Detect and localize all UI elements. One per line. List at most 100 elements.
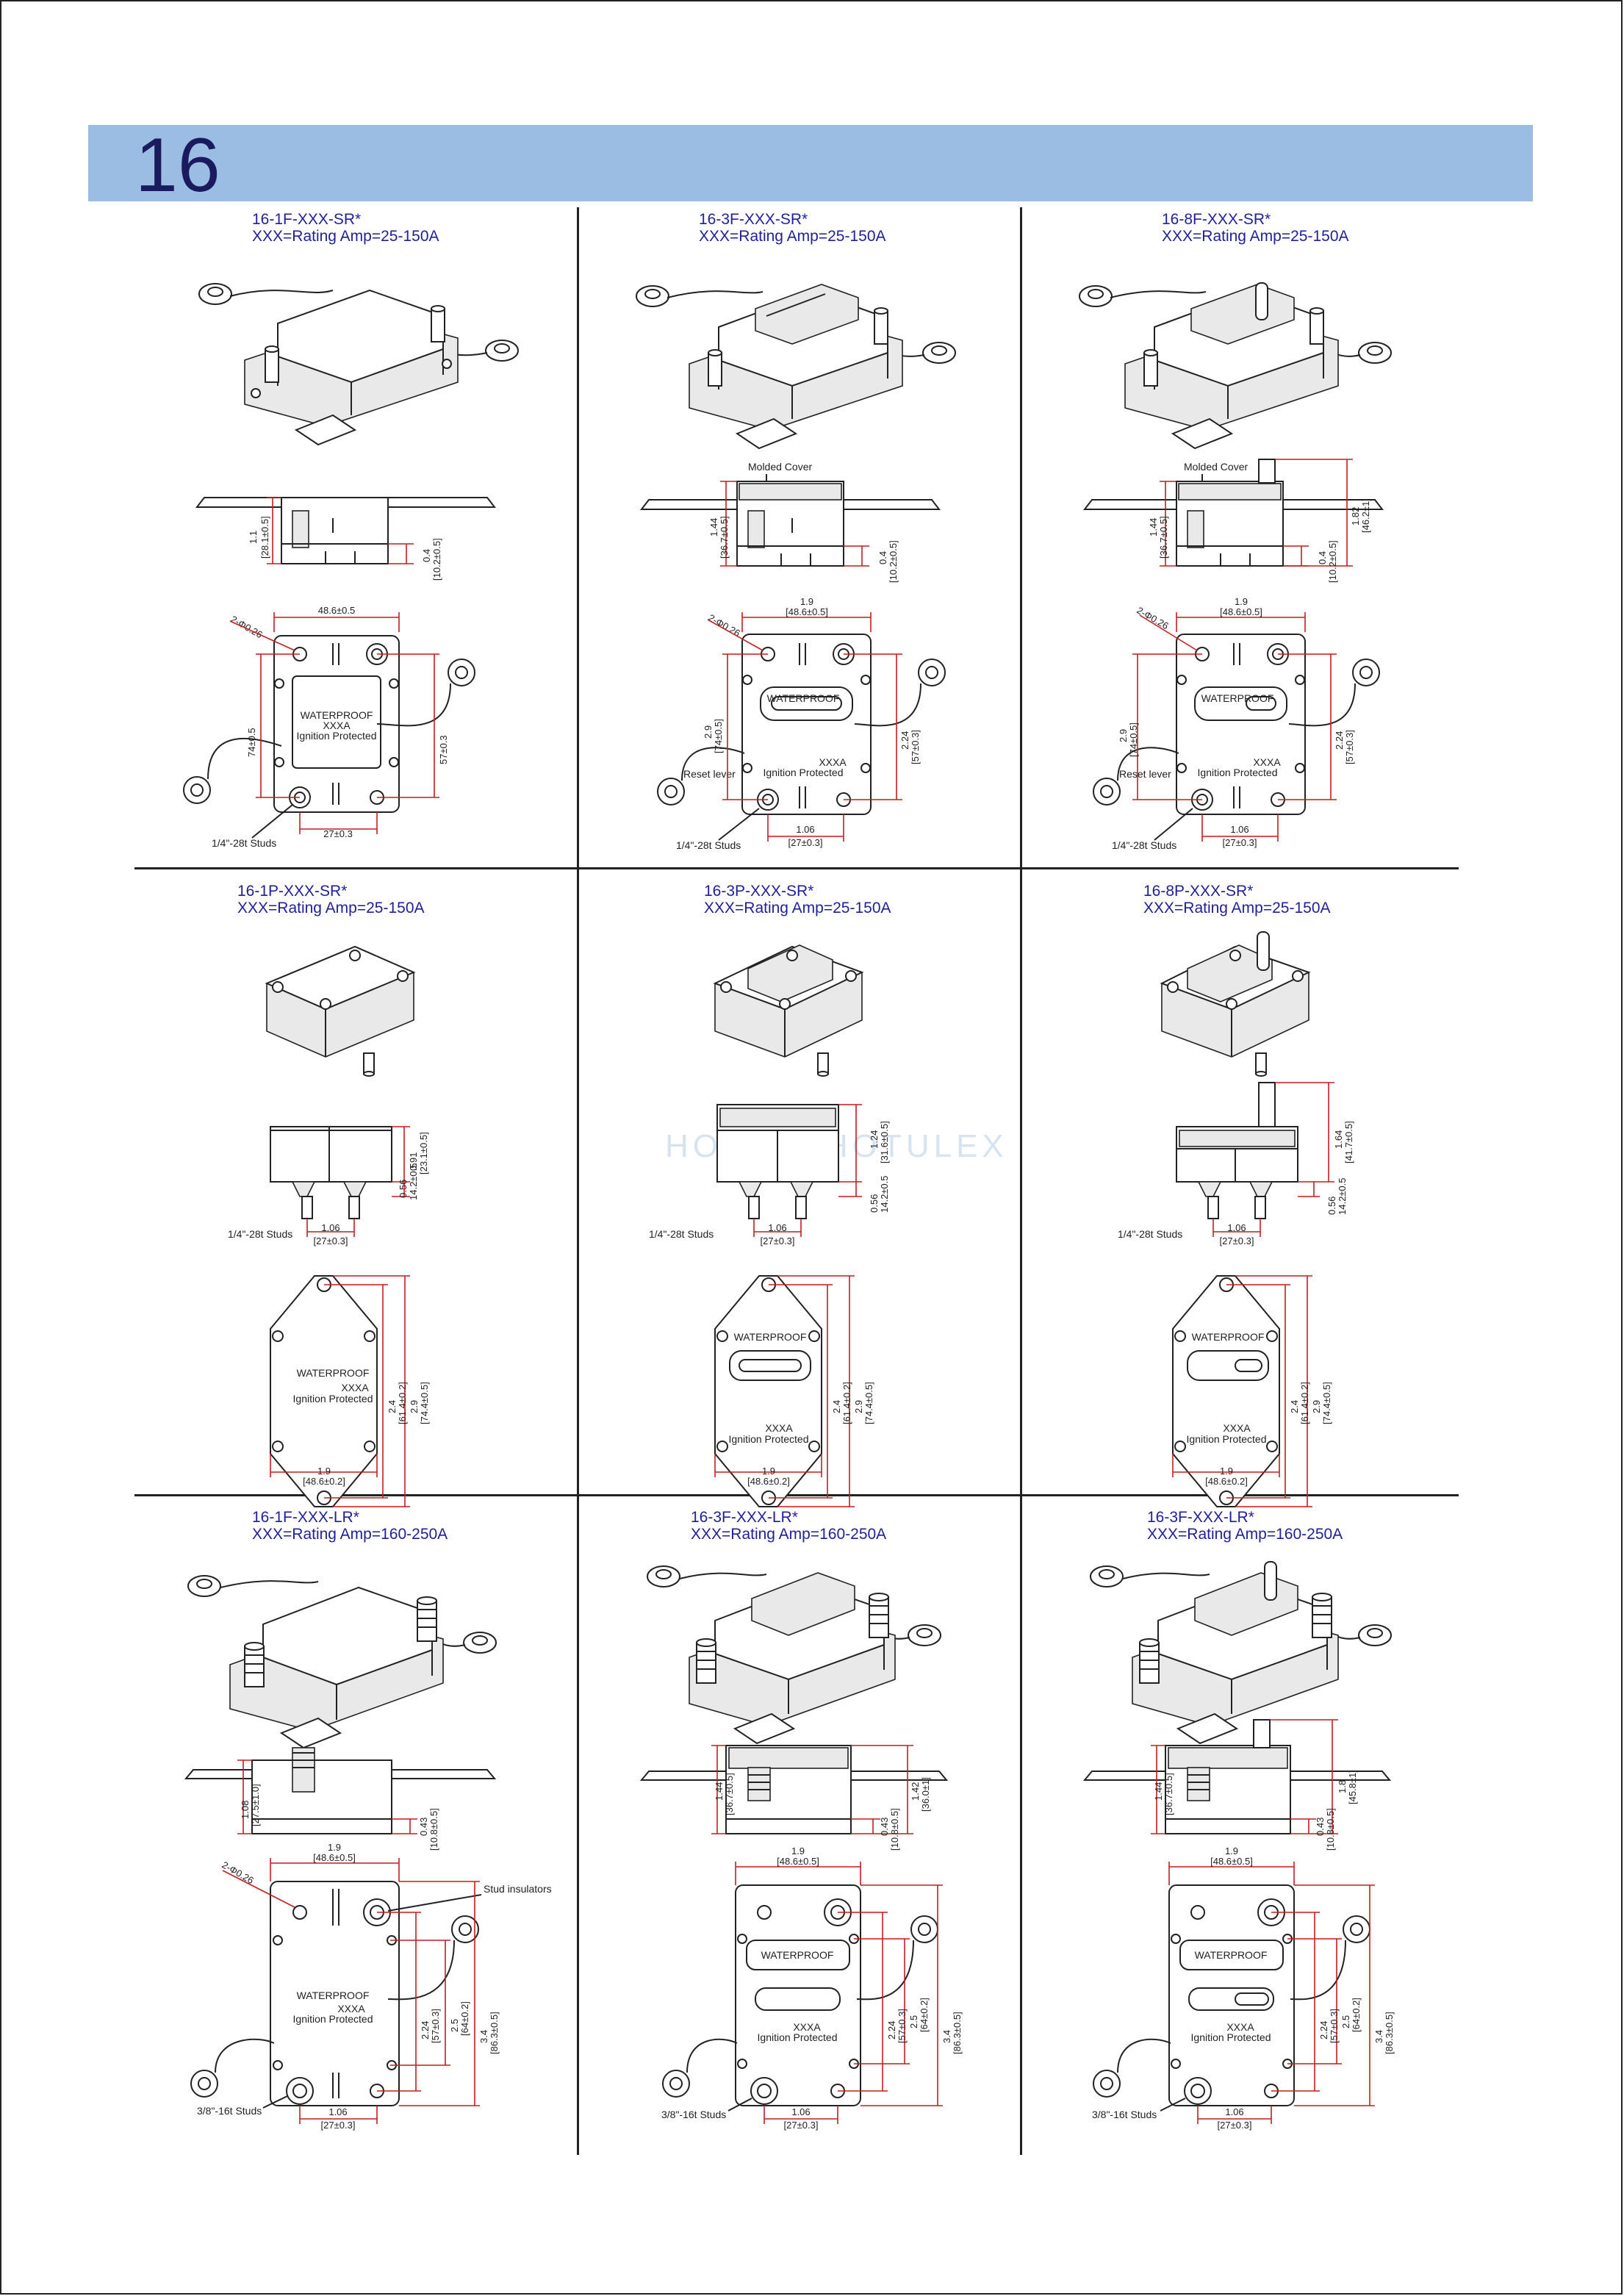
front-label-3: Ignition Protected — [293, 1393, 373, 1404]
product-cell-16-3f-lr-b: 16-3F-XXX-LR* XXX=Rating Amp=160-250A — [1022, 1499, 1462, 2153]
stud-callout: 3/8"-16t Studs — [661, 2109, 726, 2120]
front-dim-r1: 2.24 — [886, 2021, 897, 2040]
reset-lever-label: Reset lever — [1119, 768, 1171, 780]
front-dim-bottom-b: [48.6±0.2] — [747, 1476, 790, 1487]
side-view: 1.1 [28.1±0.5] 0.4 [10.2±0.5] — [195, 497, 497, 581]
front-dim-right: 2.24 — [899, 731, 910, 750]
front-dim-top: 1.9 — [1225, 1845, 1238, 1856]
iso-view — [1079, 282, 1392, 450]
front-dim-r2: [61.4±0.2] — [397, 1382, 408, 1424]
front-dim-top: 1.9 — [791, 1845, 805, 1856]
front-label-3: Ignition Protected — [293, 2013, 373, 2025]
front-dim-top: 1.9 — [328, 1842, 341, 1853]
front-dim-bottom-b: [48.6±0.2] — [1205, 1476, 1248, 1487]
front-label-3: Ignition Protected — [764, 767, 844, 778]
model-number: 16-3F-XXX-LR* — [691, 1509, 798, 1526]
front-dim-left-b: [74±0.5] — [1128, 722, 1139, 757]
stud-callout: 1/4"-28t Studs — [228, 1228, 292, 1240]
front-dim-r3: 2.9 — [1311, 1400, 1322, 1413]
iso-view — [647, 1565, 941, 1745]
front-label-2: XXXA — [323, 720, 351, 731]
front-dim-bottom: 1.9 — [762, 1466, 775, 1477]
iso-view — [1090, 1561, 1392, 1745]
product-title: 16-8P-XXX-SR* XXX=Rating Amp=25-150A — [1143, 883, 1331, 916]
side-view: 1.44 [36.7±0.5] 0.43 [10.8±0.5] 1.8 [45.… — [1082, 1719, 1392, 1851]
model-number: 16-3F-XXX-SR* — [699, 211, 808, 228]
rating-text: XXX=Rating Amp=25-150A — [237, 900, 425, 916]
front-view: WATERPROOF XXXA Ignition Protected Stud … — [190, 1842, 552, 2131]
side-dim-2: 0.56 — [398, 1180, 409, 1198]
front-label-2: XXXA — [341, 1382, 369, 1393]
front-dim-left: 2.9 — [703, 725, 714, 739]
side-view: 1.24 [31.6±0.5] 0.56 14.2±0.5 1.06 [27±0… — [649, 1104, 890, 1246]
rating-text: XXX=Rating Amp=25-150A — [252, 228, 439, 245]
front-dim-r3: 2.9 — [853, 1400, 864, 1413]
stud-insulators-label: Stud insulators — [484, 1883, 552, 1895]
side-view: 1.44 [36.7±0.5] 0.43 [10.8±0.5] 1.42 [36… — [639, 1745, 949, 1851]
rating-text: XXX=Rating Amp=160-250A — [1147, 1526, 1343, 1543]
rating-text: XXX=Rating Amp=160-250A — [691, 1526, 887, 1543]
front-dim-top-b: [48.6±0.5] — [1220, 606, 1262, 617]
front-dim-top-b: [48.6±0.5] — [313, 1852, 356, 1863]
side-dim-1: 0.91 — [408, 1152, 419, 1171]
model-number: 16-1F-XXX-LR* — [252, 1509, 359, 1526]
product-title: 16-3P-XXX-SR* XXX=Rating Amp=25-150A — [704, 883, 891, 916]
side-dim-1b: [27.5±1.0] — [250, 1784, 261, 1826]
front-dim-r3b: [86.3±0.5] — [952, 2012, 963, 2054]
side-dim-1: 1.1 — [248, 531, 259, 544]
front-view: WATERPROOF XXXA Ignition Protected 1.9 [… — [661, 1845, 963, 2131]
front-view: WATERPROOF XXXA Ignition Protected 1.9 [… — [1092, 1845, 1395, 2131]
front-dim-bottom: 27±0.3 — [323, 828, 353, 839]
product-cell-16-3f-sr: 16-3F-XXX-SR* XXX=Rating Amp=25-150A Mol… — [579, 209, 1018, 864]
hole-callout: 2-Φ0.26 — [229, 614, 265, 641]
molded-cover-label: Molded Cover — [1184, 461, 1248, 473]
front-dim-r1: 2.24 — [420, 2021, 431, 2040]
stud-callout: 3/8"-16t Studs — [1092, 2109, 1157, 2120]
front-dim-r1: 2.4 — [387, 1400, 398, 1413]
model-number: 16-8P-XXX-SR* — [1143, 883, 1254, 900]
side-dim-1b: [28.1±0.5] — [259, 516, 270, 559]
front-dim-r3: 3.4 — [1373, 2030, 1384, 2043]
side-dim-2: 0.4 — [877, 551, 888, 564]
front-label-3: Ignition Protected — [1191, 2031, 1271, 2043]
front-dim-r3: 3.4 — [478, 2030, 489, 2043]
front-dim-left: 2.9 — [1118, 729, 1129, 742]
technical-drawing: 1.24 [31.6±0.5] 0.56 14.2±0.5 1.06 [27±0… — [649, 944, 890, 1507]
front-view: WATERPROOF XXXA Ignition Protected Reset… — [1093, 596, 1380, 851]
front-dim-r2: 2.5 — [449, 2019, 460, 2032]
stud-callout: 1/4"-28t Studs — [212, 837, 276, 849]
product-title: 16-3F-XXX-SR* XXX=Rating Amp=25-150A — [699, 211, 886, 245]
side-dim-3b: [46.2±1] — [1360, 498, 1371, 533]
side-dim-1b: [36.7±0.5] — [1158, 516, 1169, 559]
technical-drawing: 0.91 [23.1±0.5] 0.56 14.2±0.5 1.06 [27±0… — [228, 945, 430, 1507]
stud-callout: 1/4"-28t Studs — [1118, 1228, 1182, 1240]
side-dim-bottom: 1.06 — [768, 1222, 786, 1233]
side-dim-bottom: 1.06 — [1227, 1222, 1246, 1233]
side-dim-2b: 14.2±0.5 — [1337, 1177, 1348, 1215]
product-title: 16-3F-XXX-LR* XXX=Rating Amp=160-250A — [1147, 1509, 1343, 1543]
technical-drawing: Molded Cover 1.44 [36.7±0.5] 0.4 [10.2±0… — [1079, 282, 1392, 851]
front-dim-r1b: [57±0.3] — [430, 2009, 441, 2043]
front-dim-right-b: [57±0.3] — [910, 730, 921, 764]
front-label-1: WATERPROOF — [734, 1331, 807, 1343]
hole-callout: 2-Φ0.26 — [220, 1859, 256, 1887]
side-dim-2: 0.43 — [879, 1818, 890, 1836]
front-dim-top-b: [48.6±0.5] — [786, 606, 828, 617]
front-label-2: XXXA — [793, 2021, 821, 2033]
front-label-1: WATERPROOF — [767, 692, 840, 704]
side-dim-1: 1.44 — [1153, 1782, 1164, 1801]
technical-drawing: 1.44 [36.7±0.5] 0.43 [10.8±0.5] 1.42 [36… — [639, 1565, 963, 2131]
front-dim-r3b: [86.3±0.5] — [489, 2012, 500, 2054]
side-dim-1: 1.08 — [240, 1801, 251, 1819]
front-dim-bottom-b: [48.6±0.2] — [303, 1476, 345, 1487]
front-label-3: Ignition Protected — [1187, 1433, 1267, 1445]
side-dim-1b: [31.6±0.5] — [879, 1121, 890, 1163]
stud-callout: 1/4"-28t Studs — [649, 1228, 714, 1240]
side-dim-2b: 14.2±0.5 — [408, 1163, 419, 1200]
front-label-2: XXXA — [819, 756, 847, 768]
model-number: 16-3P-XXX-SR* — [704, 883, 814, 900]
front-label-2: XXXA — [337, 2003, 365, 2015]
front-dim-r2: 2.5 — [1340, 2015, 1351, 2028]
stud-callout: 1/4"-28t Studs — [676, 839, 741, 851]
